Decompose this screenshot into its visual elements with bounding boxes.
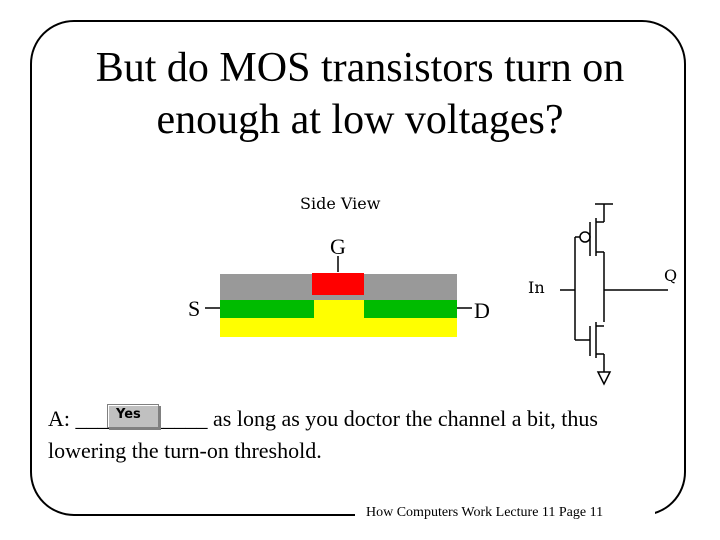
mos-cross-section xyxy=(205,256,472,337)
channel-region xyxy=(314,300,364,318)
yes-button[interactable]: Yes xyxy=(107,404,159,428)
answer-text: A: ____________ as long as you doctor th… xyxy=(48,403,668,467)
substrate-layer xyxy=(220,318,457,337)
ground-symbol xyxy=(596,371,612,386)
answer-line-1-rest: as long as you doctor the channel a bit,… xyxy=(207,406,598,431)
pmos-bubble xyxy=(579,231,591,243)
drain-label: D xyxy=(474,298,490,323)
gate-electrode xyxy=(312,273,364,295)
input-label: In xyxy=(528,278,545,297)
answer-prefix: A: xyxy=(48,406,76,431)
output-label: Q xyxy=(664,266,678,285)
footer-text: How Computers Work Lecture 11 Page 11 xyxy=(366,505,604,520)
title-line-2: enough at low voltages? xyxy=(156,97,564,143)
inverter-schematic xyxy=(560,203,668,386)
source-label: S xyxy=(188,296,201,321)
slide-title: But do MOS transistors turn on enough at… xyxy=(40,42,680,146)
side-view-label: Side View xyxy=(300,194,381,213)
title-line-1: But do MOS transistors turn on xyxy=(95,45,625,91)
frame-gap xyxy=(355,509,655,521)
gate-label: G xyxy=(330,234,346,259)
answer-line-2: lowering the turn-on threshold. xyxy=(48,438,322,463)
